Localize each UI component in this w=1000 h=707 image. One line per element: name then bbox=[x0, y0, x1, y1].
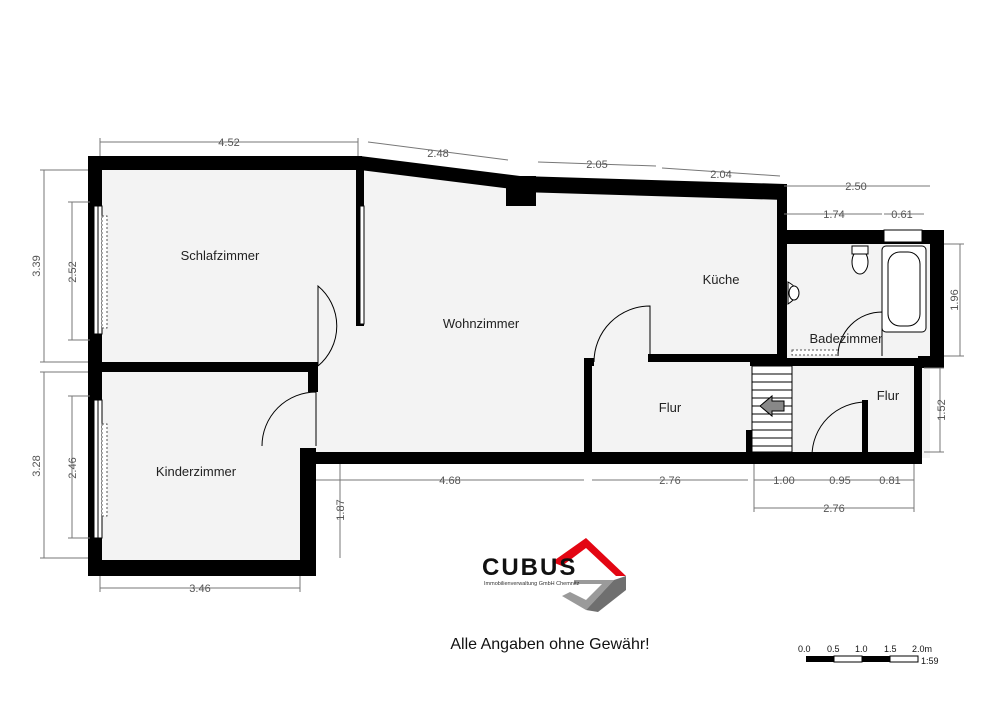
dim-left-schlaf-outer: 3.39 bbox=[31, 255, 43, 276]
dimension-lines bbox=[40, 138, 964, 592]
dim-kinder-right: 1.87 bbox=[335, 499, 347, 520]
room-flur-right: Flur bbox=[877, 388, 900, 403]
disclaimer-text: Alle Angaben ohne Gewähr! bbox=[450, 636, 650, 653]
dim-left-kinder-outer: 3.28 bbox=[31, 455, 43, 476]
dim-right-bad: 1.96 bbox=[949, 289, 961, 310]
scale-bar bbox=[806, 655, 919, 663]
dim-bad-2: 0.61 bbox=[891, 209, 912, 221]
scale-tick-0: 0.0 bbox=[798, 644, 811, 654]
dim-top-wohn-2: 2.05 bbox=[586, 159, 607, 171]
dim-kinder-bottom: 3.46 bbox=[189, 583, 210, 595]
staircase bbox=[751, 365, 793, 453]
room-flur-left: Flur bbox=[659, 400, 682, 415]
logo-wordmark: CUBUS bbox=[482, 554, 578, 581]
dim-left-kinder-window: 2.46 bbox=[67, 457, 79, 478]
dim-left-schlaf-window: 2.52 bbox=[67, 261, 79, 282]
cubus-logo: CUBUS Immobilienverwaltung GmbH Chemnitz bbox=[482, 536, 642, 612]
dim-bottom-total: 2.76 bbox=[823, 503, 844, 515]
dim-top-wohn-3: 2.04 bbox=[710, 169, 731, 181]
room-schlafzimmer: Schlafzimmer bbox=[181, 248, 260, 263]
room-kueche: Küche bbox=[703, 272, 740, 287]
dim-bottom-flur: 2.76 bbox=[659, 475, 680, 487]
dim-bad-1: 1.74 bbox=[823, 209, 844, 221]
dim-bottom-seg-2: 0.95 bbox=[829, 475, 850, 487]
dim-bad-total: 2.50 bbox=[845, 181, 866, 193]
doors bbox=[261, 284, 883, 457]
bathroom-fixtures bbox=[787, 229, 927, 333]
room-labels: Schlafzimmer Wohnzimmer Küche Badezimmer… bbox=[156, 248, 900, 479]
dim-top-schlaf: 4.52 bbox=[218, 137, 239, 149]
room-wohnzimmer: Wohnzimmer bbox=[443, 316, 520, 331]
logo-subtitle: Immobilienverwaltung GmbH Chemnitz bbox=[484, 581, 580, 587]
cubus-roof-icon bbox=[552, 538, 626, 612]
scale-ratio: 1:59 bbox=[921, 656, 939, 666]
scale-tick-1: 0.5 bbox=[827, 644, 840, 654]
dim-bottom-wohn: 4.68 bbox=[439, 475, 460, 487]
dim-bottom-seg-3: 0.81 bbox=[879, 475, 900, 487]
stair-arrow-icon bbox=[759, 394, 785, 418]
scale-tick-4: 2.0m bbox=[912, 644, 933, 654]
dim-bottom-seg-1: 1.00 bbox=[773, 475, 794, 487]
scale-tick-2: 1.0 bbox=[855, 644, 868, 654]
dimension-labels: 4.52 2.48 2.05 2.04 2.50 1.74 0.61 3.39 … bbox=[31, 137, 961, 595]
room-kinderzimmer: Kinderzimmer bbox=[156, 464, 237, 479]
scale-tick-3: 1.5 bbox=[884, 644, 897, 654]
room-badezimmer: Badezimmer bbox=[810, 331, 884, 346]
dim-right-flur: 1.52 bbox=[936, 399, 948, 420]
dim-top-wohn-1: 2.48 bbox=[427, 148, 448, 160]
